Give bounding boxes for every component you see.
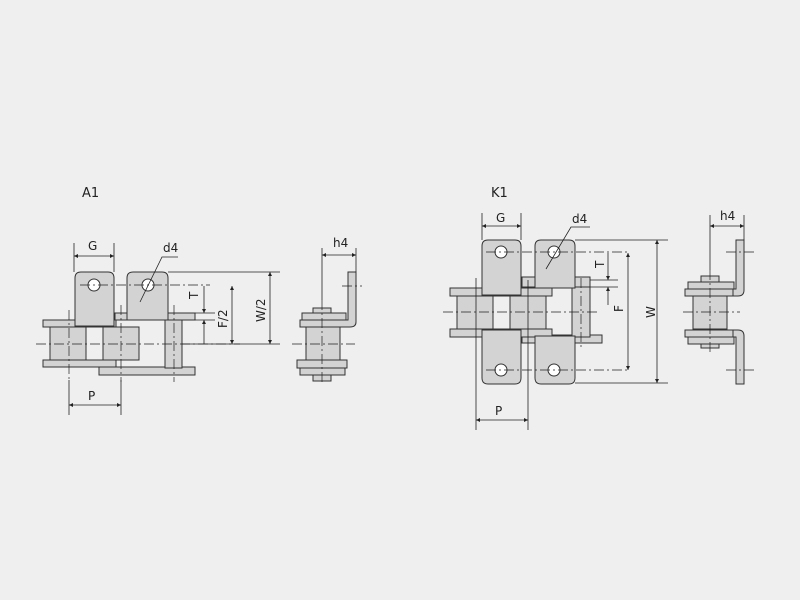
d4-label: d4	[163, 241, 178, 255]
h4-label: h4	[333, 236, 348, 250]
t-label: T	[593, 260, 607, 269]
d4-label: d4	[572, 212, 587, 226]
attachment-tab-bottom-2	[534, 335, 576, 385]
outer-link-plate-bottom	[98, 366, 196, 376]
d4-leader	[139, 256, 178, 303]
f-label: F	[612, 305, 626, 312]
k1-dimensions: G d4 T F W P	[475, 211, 668, 430]
roller	[305, 326, 341, 361]
outer-plate	[301, 312, 347, 321]
outer-plate	[687, 281, 735, 290]
p-label: P	[495, 404, 502, 418]
outer-plate	[687, 336, 735, 345]
k1-figure: K1 G d4	[443, 186, 756, 430]
g-label: G	[496, 211, 505, 225]
a1-figure: A1 G d4	[36, 186, 362, 415]
a1-dimensions: G d4 T F/2 W/2 P	[68, 239, 280, 415]
a1-title: A1	[82, 186, 99, 201]
outer-plate	[299, 367, 346, 376]
w-label: W	[644, 306, 658, 318]
pin	[164, 317, 183, 369]
attachment-tab-2	[126, 271, 169, 321]
attachment-tab-top-1	[481, 239, 522, 296]
p-label: P	[88, 389, 95, 403]
w2-label: W/2	[254, 298, 268, 322]
k1-front-view	[443, 239, 630, 385]
inner-link-plate-bottom	[42, 359, 117, 368]
h4-label: h4	[720, 209, 735, 223]
roller-1	[49, 326, 87, 361]
attachment-tab-bottom-1	[481, 329, 522, 385]
a1-side-view: h4	[292, 236, 362, 385]
inner-plate	[684, 288, 734, 297]
attachment-bracket	[299, 271, 357, 328]
g-label: G	[88, 239, 97, 253]
t-label: T	[187, 291, 201, 300]
attachment-tab-1	[74, 271, 115, 327]
f2-label: F/2	[216, 309, 230, 328]
inner-plate	[684, 329, 734, 338]
d4-leader	[545, 226, 590, 270]
a1-front-view	[36, 271, 240, 382]
roller-1	[456, 295, 494, 330]
k1-side-view: h4	[683, 209, 756, 385]
k1-title: K1	[491, 186, 508, 201]
